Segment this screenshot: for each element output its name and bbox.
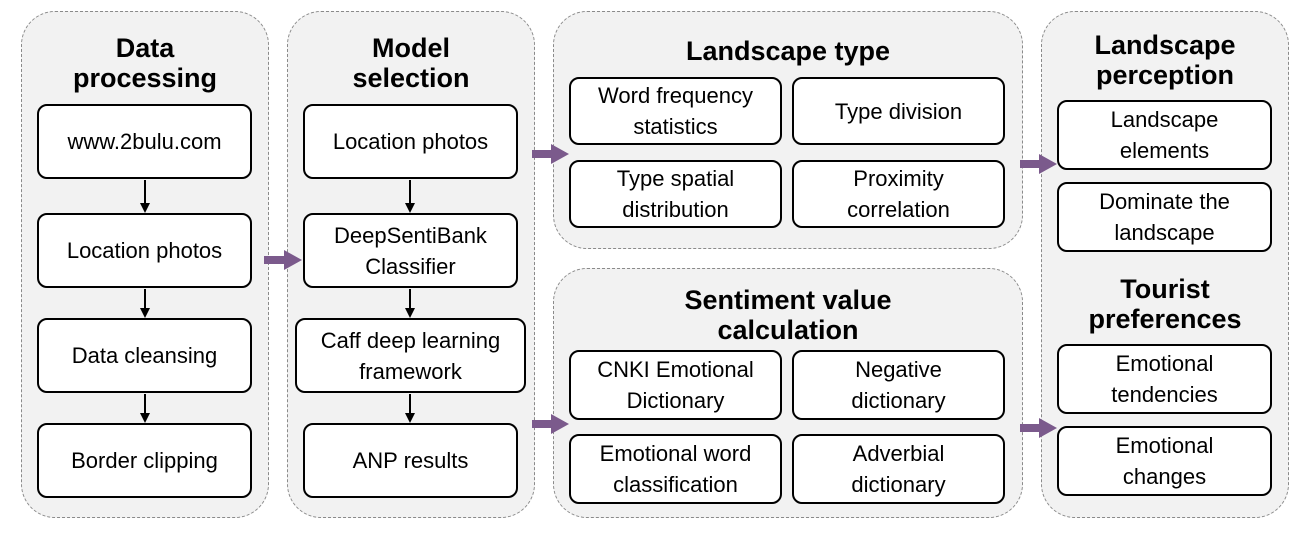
- item-negative-dictionary: Negative dictionary: [792, 350, 1005, 420]
- step-label: ANP results: [352, 448, 469, 473]
- step-label: Border clipping: [71, 448, 218, 473]
- step-caff-framework: Caff deep learning framework: [295, 318, 526, 393]
- item-emotional-word-classification: Emotional word classification: [569, 434, 782, 504]
- step-label: Caff deep learning framework: [320, 327, 501, 384]
- item-label: CNKI Emotional Dictionary: [597, 357, 754, 413]
- step-label: Location photos: [66, 238, 223, 263]
- item-label: Proximity correlation: [847, 166, 950, 222]
- landscape-type-title: Landscape type: [685, 36, 891, 66]
- item-emotional-changes: Emotional changes: [1057, 426, 1272, 496]
- landscape-perception-title: Landscape perception: [1094, 30, 1236, 90]
- step-deepsentibank: DeepSentiBank Classifier: [303, 213, 518, 288]
- item-label: Negative dictionary: [851, 357, 946, 413]
- item-emotional-tendencies: Emotional tendencies: [1057, 344, 1272, 414]
- sentiment-title: Sentiment value calculation: [684, 285, 892, 345]
- step-label: www.2bulu.com: [67, 129, 222, 154]
- item-dominate-landscape: Dominate the landscape: [1057, 182, 1272, 252]
- step-border-clipping: Border clipping: [37, 423, 252, 498]
- step-www-2bulu: www.2bulu.com: [37, 104, 252, 179]
- item-type-division: Type division: [792, 77, 1005, 145]
- item-adverbial-dictionary: Adverbial dictionary: [792, 434, 1005, 504]
- step-data-cleansing: Data cleansing: [37, 318, 252, 393]
- tourist-preferences-title: Tourist preferences: [1088, 274, 1242, 334]
- step-label: Data cleansing: [71, 343, 218, 368]
- item-label: Adverbial dictionary: [851, 441, 946, 497]
- step-location-photos-2: Location photos: [303, 104, 518, 179]
- item-label: Word frequency statistics: [598, 83, 753, 139]
- item-label: Landscape elements: [1110, 107, 1219, 163]
- item-label: Dominate the landscape: [1099, 189, 1230, 245]
- item-label: Type division: [834, 98, 963, 124]
- item-word-frequency: Word frequency statistics: [569, 77, 782, 145]
- step-location-photos: Location photos: [37, 213, 252, 288]
- item-label: Emotional changes: [1115, 433, 1214, 489]
- step-label: Location photos: [332, 129, 489, 154]
- item-type-spatial: Type spatial distribution: [569, 160, 782, 228]
- item-landscape-elements: Landscape elements: [1057, 100, 1272, 170]
- item-label: Type spatial distribution: [616, 166, 735, 222]
- step-anp-results: ANP results: [303, 423, 518, 498]
- step-label: DeepSentiBank Classifier: [334, 222, 487, 279]
- model-selection-title: Model selection: [352, 33, 470, 93]
- item-label: Emotional tendencies: [1111, 351, 1218, 407]
- data-processing-title: Data processing: [72, 33, 218, 93]
- item-cnki-dictionary: CNKI Emotional Dictionary: [569, 350, 782, 420]
- item-proximity: Proximity correlation: [792, 160, 1005, 228]
- item-label: Emotional word classification: [599, 441, 752, 497]
